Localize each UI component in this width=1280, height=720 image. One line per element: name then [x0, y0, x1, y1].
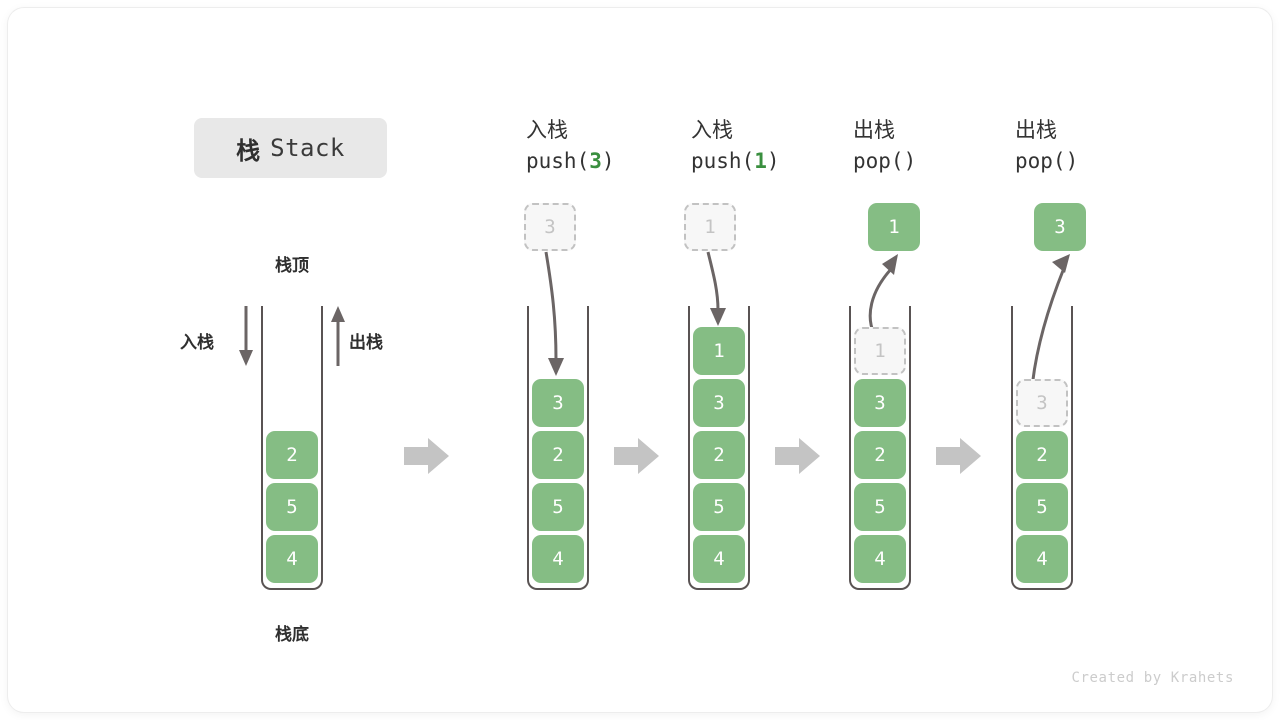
panel-header-push-3: 入栈 push(3) [526, 115, 706, 177]
stack-container-pop-1 [849, 306, 911, 590]
stack-cell-removed: 1 [854, 327, 906, 375]
push-direction-arrow [239, 306, 253, 366]
panel-code-label: pop() [853, 145, 1033, 177]
stack-cell: 4 [693, 535, 745, 583]
panel-op-label: 入栈 [526, 118, 568, 142]
code-prefix: push( [526, 149, 590, 173]
popped-cell: 1 [868, 203, 920, 251]
step-arrow-2 [614, 438, 659, 474]
panel-header-pop-1: 出栈 pop() [853, 115, 1033, 177]
stack-cell: 2 [693, 431, 745, 479]
stack-cell: 5 [532, 483, 584, 531]
stack-container-push-3 [527, 306, 589, 590]
panel-op-label: 出栈 [853, 118, 895, 142]
stack-cell: 1 [693, 327, 745, 375]
stack-cell: 4 [1016, 535, 1068, 583]
stack-cell: 2 [532, 431, 584, 479]
diagram-card: 栈 Stack 栈顶 栈底 入栈 出栈 2 5 4 入栈 push(3) 3 [8, 8, 1272, 712]
code-prefix: pop( [1015, 149, 1066, 173]
code-prefix: push( [691, 149, 755, 173]
stack-cell: 2 [1016, 431, 1068, 479]
push-side-label: 入栈 [180, 333, 214, 353]
pop-side-label: 出栈 [349, 333, 383, 353]
stack-bottom-label: 栈底 [275, 625, 309, 645]
stack-cell: 2 [854, 431, 906, 479]
code-suffix: ) [766, 149, 780, 173]
stack-cell: 4 [854, 535, 906, 583]
push-motion-arrow-1 [706, 251, 726, 326]
stack-cell: 5 [693, 483, 745, 531]
incoming-cell-ghost: 3 [524, 203, 576, 251]
stack-container-pop-3 [1011, 306, 1073, 590]
stack-cell: 3 [854, 379, 906, 427]
stack-cell: 4 [532, 535, 584, 583]
stack-cell: 5 [1016, 483, 1068, 531]
code-arg: 3 [589, 149, 602, 173]
stack-cell: 2 [266, 431, 318, 479]
panel-header-push-1: 入栈 push(1) [691, 115, 871, 177]
code-suffix: ) [903, 149, 917, 173]
incoming-cell-ghost: 1 [684, 203, 736, 251]
stack-cell: 5 [854, 483, 906, 531]
stack-title-cn: 栈 [236, 136, 261, 165]
code-suffix: ) [601, 149, 615, 173]
code-suffix: ) [1065, 149, 1079, 173]
step-arrow-4 [936, 438, 981, 474]
pop-direction-arrow [331, 306, 345, 366]
stack-cell: 3 [532, 379, 584, 427]
panel-op-label: 入栈 [691, 118, 733, 142]
code-prefix: pop( [853, 149, 904, 173]
stack-title-en: Stack [270, 134, 345, 162]
panel-op-label: 出栈 [1015, 118, 1057, 142]
pop-motion-arrow-3 [1030, 254, 1070, 389]
stack-top-label: 栈顶 [275, 256, 309, 276]
panel-header-pop-3: 出栈 pop() [1015, 115, 1195, 177]
panel-code-label: push(3) [526, 145, 706, 177]
panel-code-label: push(1) [691, 145, 871, 177]
step-arrow-3 [775, 438, 820, 474]
watermark: Created by Krahets [1071, 670, 1234, 686]
panel-code-label: pop() [1015, 145, 1195, 177]
stack-cell: 5 [266, 483, 318, 531]
stack-cell: 3 [693, 379, 745, 427]
stack-container-initial [261, 306, 323, 590]
stack-cell: 4 [266, 535, 318, 583]
stack-cell-removed: 3 [1016, 379, 1068, 427]
step-arrow-1 [404, 438, 449, 474]
stack-title-chip: 栈 Stack [194, 118, 387, 178]
stack-container-push-1 [688, 306, 750, 590]
code-arg: 1 [754, 149, 767, 173]
push-motion-arrow-3 [544, 251, 564, 376]
popped-cell: 3 [1034, 203, 1086, 251]
